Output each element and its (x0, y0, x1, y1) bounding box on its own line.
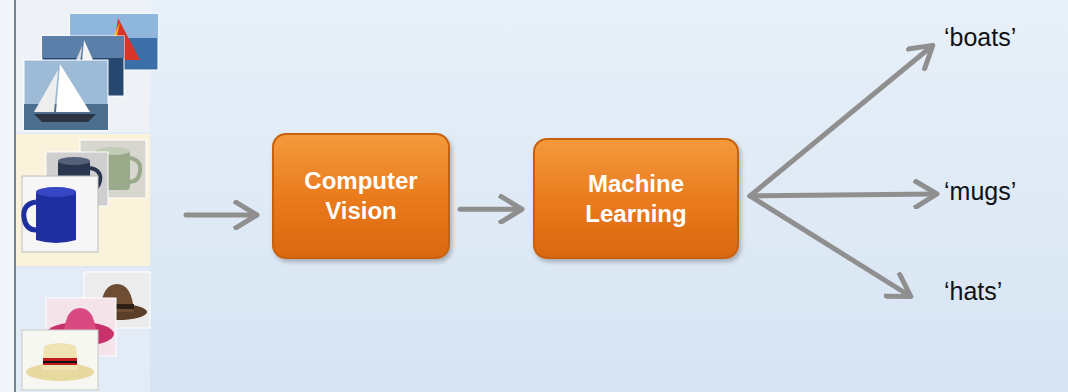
box-label: Machine Learning (550, 169, 722, 229)
box-label: Computer Vision (289, 166, 433, 226)
output-arrow (750, 194, 936, 196)
category-label: ‘boats’ (944, 22, 1016, 52)
mugs-panel (16, 134, 150, 266)
connector-arrow (460, 207, 521, 212)
left-strip (0, 0, 16, 392)
process-box: Machine Learning (533, 138, 739, 259)
category-label: ‘mugs’ (944, 176, 1016, 206)
output-arrow (750, 46, 932, 196)
process-box: Computer Vision (272, 133, 450, 259)
category-label: ‘hats’ (944, 276, 1002, 306)
hat-photos (22, 272, 150, 390)
boat-photos (24, 14, 158, 130)
input-arrow (186, 213, 256, 218)
output-arrow (750, 196, 910, 296)
hats-panel (16, 268, 150, 392)
mug-photos (22, 140, 146, 252)
left-edge-line (14, 0, 16, 392)
